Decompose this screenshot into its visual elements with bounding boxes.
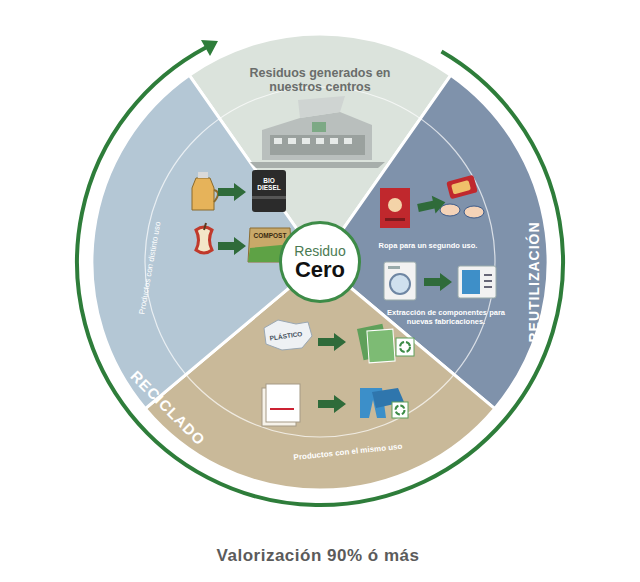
sector-heading: Residuos generados en nuestros centros (235, 66, 405, 95)
item-caption: Ropa para un segundo uso. (379, 242, 478, 251)
center-title: Cero (295, 259, 345, 281)
plastic-icon (264, 320, 312, 350)
inner-ring (145, 87, 495, 437)
item-caption: Extracción de componentes para nuevas fa… (386, 309, 506, 326)
center-circle: ResiduoCero (279, 221, 361, 303)
barrel-text: BIO DIESEL (254, 177, 284, 192)
outer-ring (77, 48, 563, 506)
apple-core-icon (196, 223, 212, 253)
center-word: Residuo (294, 243, 345, 259)
bag-text: COMPOST (250, 232, 290, 239)
oil-jug-icon (192, 172, 218, 210)
paper-stack-icon (262, 384, 300, 426)
rim-title: REUTILIZACIÓN (526, 221, 542, 342)
ring-arrowhead (201, 40, 218, 56)
washing-machine-icon (384, 262, 416, 300)
appliance-icon (458, 266, 496, 298)
biodiesel-barrel (252, 170, 286, 212)
recycled-sheets-icon (357, 324, 414, 363)
recycled-clothes-icon (360, 388, 408, 418)
building-icon (250, 96, 385, 168)
clothes-box-icon (380, 188, 410, 228)
footer-title: Valorización 90% ó más (217, 546, 420, 566)
hands-clothes-icon (440, 175, 484, 218)
